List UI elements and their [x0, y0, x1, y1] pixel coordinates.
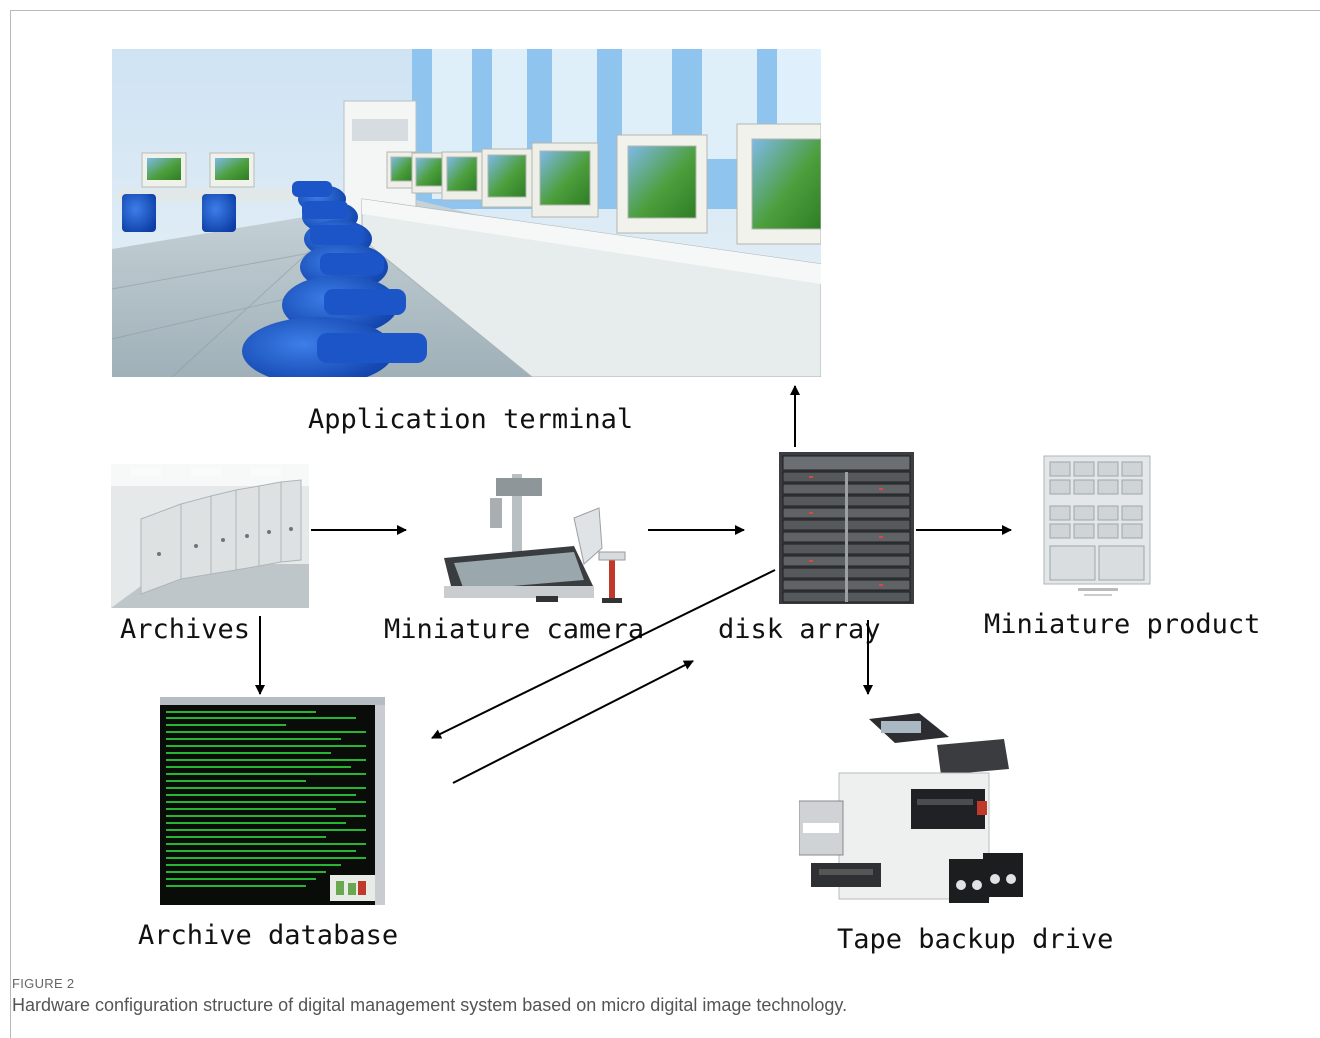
application-terminal-label: Application terminal — [308, 404, 634, 435]
tape-backup-drive-label: Tape backup drive — [837, 924, 1114, 955]
archives-label: Archives — [120, 614, 251, 645]
archive-database-photo — [160, 697, 385, 905]
miniature-product-label: Miniature product — [984, 609, 1261, 640]
miniature-camera-label: Miniature camera — [384, 614, 645, 645]
figure-caption: Hardware configuration structure of digi… — [12, 995, 848, 1015]
miniature-product-photo — [1038, 454, 1158, 602]
tape-backup-drive-photo — [799, 713, 1029, 907]
application-terminal-photo — [112, 49, 821, 377]
miniature-camera-photo — [424, 468, 642, 608]
figure-tag: FIGURE 2 — [12, 976, 75, 991]
disk-array-label: disk array — [718, 614, 881, 645]
figure-frame — [10, 10, 1320, 1038]
archives-photo — [111, 464, 309, 608]
disk-array-photo — [779, 452, 914, 604]
archive-database-label: Archive database — [138, 920, 399, 951]
